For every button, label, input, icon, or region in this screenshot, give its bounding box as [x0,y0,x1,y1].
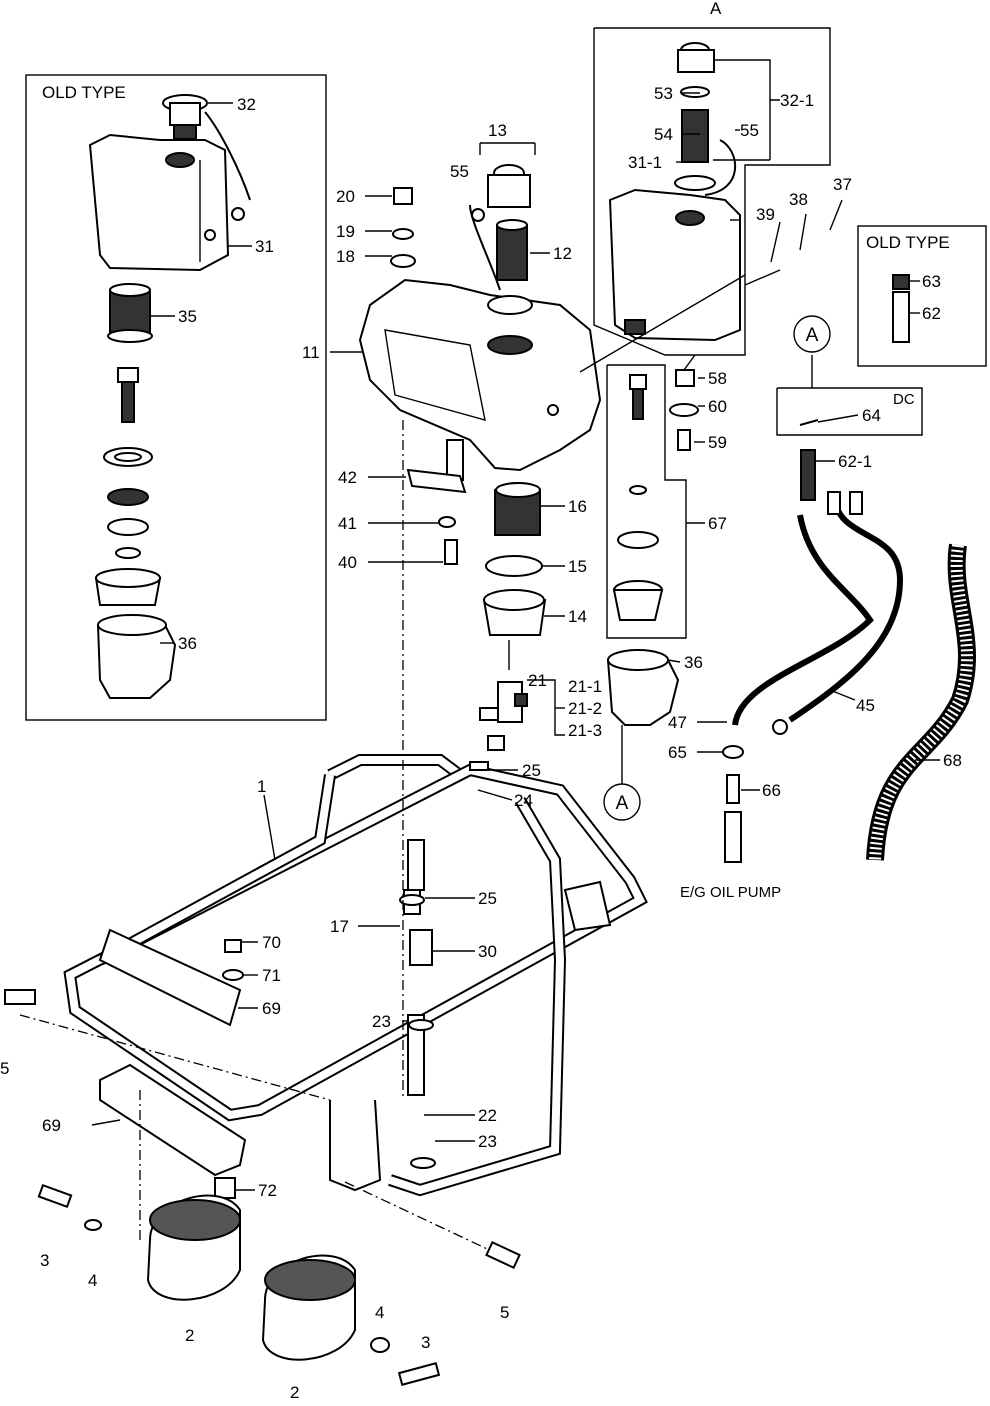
fuel-cock-assembly-right [606,364,699,726]
dc-inset: DC [776,355,923,436]
label-21-2: 21-2 [568,699,602,718]
old-type-inset-right: OLD TYPE [857,225,987,367]
label-2-left: 2 [185,1326,194,1345]
frame [63,754,648,1197]
leader-lines [91,59,940,1191]
label-53: 53 [654,84,673,103]
label-24: 24 [514,791,533,810]
label-68: 68 [943,751,962,770]
label-36-left: 36 [178,634,197,653]
label-14: 14 [568,607,587,626]
label-23-bottom: 23 [478,1132,497,1151]
label-36-right: 36 [684,653,703,672]
label-59: 59 [708,433,727,452]
label-1: 1 [257,777,266,796]
label-38: 38 [789,190,808,209]
label-39: 39 [756,205,775,224]
label-62: 62 [922,304,941,323]
callout-labels: 32 31 35 36 32-1 53 54 55 31-1 37 38 39 … [0,84,962,1402]
tank-cap-assembly [469,164,531,291]
label-18: 18 [336,247,355,266]
label-15: 15 [568,557,587,576]
detail-a-label: A [710,0,722,18]
label-65: 65 [668,743,687,762]
circle-a-right: A [806,325,819,346]
label-30: 30 [478,942,497,961]
dc-label: DC [893,391,915,408]
label-41: 41 [338,514,357,533]
fuel-cock-center [406,439,547,751]
label-31: 31 [255,237,274,256]
label-32: 32 [237,95,256,114]
label-13: 13 [488,121,507,140]
label-70: 70 [262,933,281,952]
label-20: 20 [336,187,355,206]
rubber-foot-left [146,1194,241,1301]
label-54: 54 [654,125,673,144]
fuel-tank [358,278,602,472]
label-63: 63 [922,272,941,291]
old-type-right-label: OLD TYPE [866,233,950,252]
label-5-right: 5 [500,1303,509,1322]
oil-pump-note: E/G OIL PUMP [680,884,781,901]
label-42: 42 [338,468,357,487]
label-37: 37 [833,175,852,194]
label-60: 60 [708,397,727,416]
rubber-foot-right [261,1254,356,1361]
label-22: 22 [478,1106,497,1125]
label-71: 71 [262,966,281,985]
label-3-right: 3 [421,1333,430,1352]
label-4-left: 4 [88,1271,97,1290]
label-16: 16 [568,497,587,516]
label-45: 45 [856,696,875,715]
label-19: 19 [336,222,355,241]
label-17: 17 [330,917,349,936]
label-62-1: 62-1 [838,452,872,471]
label-67: 67 [708,514,727,533]
label-32-1: 32-1 [780,91,814,110]
label-5-left: 5 [0,1059,9,1078]
label-69-left: 69 [42,1116,61,1135]
label-35: 35 [178,307,197,326]
label-21-1: 21-1 [568,677,602,696]
circle-a-bottom: A [616,793,629,814]
label-12: 12 [553,244,572,263]
label-31-1: 31-1 [628,153,662,172]
label-69-top: 69 [262,999,281,1018]
label-66: 66 [762,781,781,800]
label-72: 72 [258,1181,277,1200]
label-21-3: 21-3 [568,721,602,740]
old-type-left-label: OLD TYPE [42,83,126,102]
label-25-mid: 25 [478,889,497,908]
label-58: 58 [708,369,727,388]
label-23-top: 23 [372,1012,391,1031]
label-25-top: 25 [522,761,541,780]
old-type-inset-left: OLD TYPE [25,74,327,721]
label-64: 64 [862,406,881,425]
label-3-left: 3 [40,1251,49,1270]
label-21: 21 [528,671,547,690]
label-55-right: 55 [740,121,759,140]
label-55-center: 55 [450,162,469,181]
label-47: 47 [668,713,687,732]
label-4-right: 4 [375,1303,384,1322]
detail-a-inset: A [593,0,831,356]
label-2-right: 2 [290,1383,299,1402]
label-11: 11 [302,343,320,362]
label-40: 40 [338,553,357,572]
